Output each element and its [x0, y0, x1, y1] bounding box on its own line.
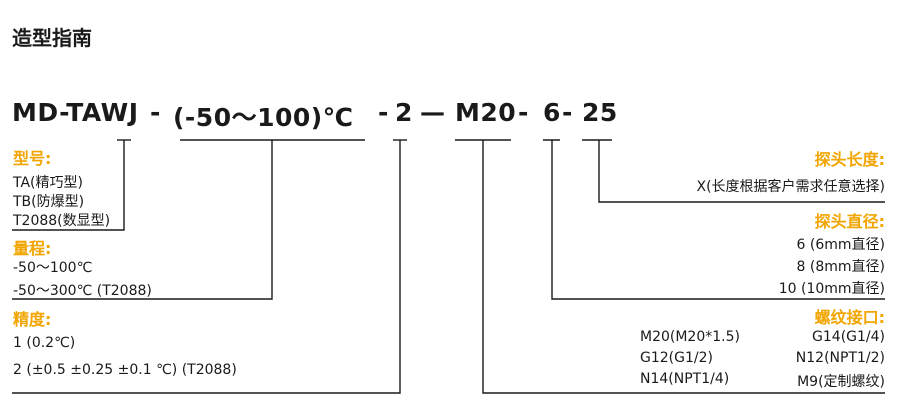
code-dash: -	[150, 98, 161, 127]
diameter-option: 6 (6mm直径)	[796, 237, 885, 253]
thread-option: N14(NPT1/4)	[640, 371, 730, 387]
range-option: -50～100℃	[13, 260, 93, 276]
code-thread: M20	[455, 98, 517, 127]
connector-range	[12, 140, 273, 300]
code-prefix: MD-TAWJ	[12, 98, 139, 127]
diameter-option: 8 (8mm直径)	[796, 259, 885, 275]
code-dash: -	[562, 98, 573, 127]
accuracy-option: 1 (0.2℃)	[13, 335, 76, 351]
code-dash: -	[518, 98, 529, 127]
diameter-option: 10 (10mm直径)	[778, 281, 885, 297]
code-dash: —	[420, 98, 446, 127]
code-accuracy: 2	[395, 98, 413, 127]
thread-option: G14(G1/4)	[812, 329, 885, 345]
accuracy-section-title: 精度:	[13, 310, 52, 329]
connector-length	[598, 140, 885, 203]
diameter-section-title: 探头直径:	[814, 212, 885, 231]
connector-diameter	[551, 140, 885, 300]
thread-section-title: 螺纹接口:	[814, 308, 885, 327]
accuracy-option: 2 (±0.5 ±0.25 ±0.1 ℃) (T2088)	[13, 362, 237, 378]
code-dash: -	[378, 98, 389, 127]
connector-model	[12, 140, 125, 231]
length-section-title: 探头长度:	[814, 150, 885, 169]
code-length: 25	[582, 98, 618, 127]
range-option: -50～300℃ (T2088)	[13, 283, 152, 299]
code-range: (-50～100)℃	[173, 103, 354, 132]
code-diameter: 6	[543, 98, 561, 127]
connector-accuracy	[12, 140, 401, 394]
model-option: T2088(数显型)	[13, 213, 111, 229]
page-title: 造型指南	[12, 26, 92, 50]
model-option: TB(防爆型)	[13, 194, 85, 210]
thread-option: N12(NPT1/2)	[795, 350, 885, 366]
range-section-title: 量程:	[13, 239, 52, 258]
connector-thread	[482, 140, 885, 394]
length-option: X(长度根据客户需求任意选择)	[696, 179, 885, 195]
model-section-title: 型号:	[13, 149, 52, 168]
thread-option: M20(M20*1.5)	[640, 329, 740, 345]
model-option: TA(精巧型)	[13, 175, 83, 191]
thread-option: G12(G1/2)	[640, 350, 713, 366]
thread-option: M9(定制螺纹)	[797, 374, 885, 390]
